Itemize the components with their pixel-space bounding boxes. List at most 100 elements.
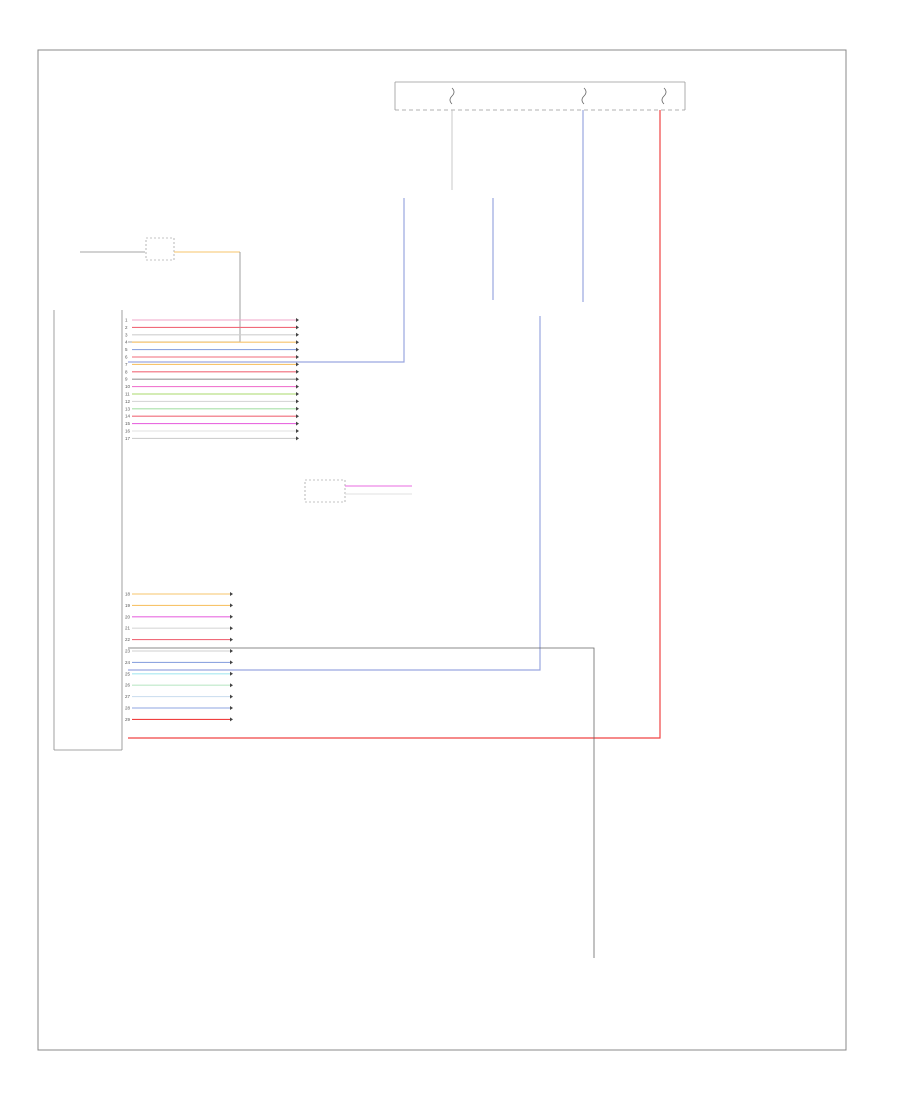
pin-number: 8: [125, 369, 128, 374]
pin-arrow: [296, 347, 299, 352]
fuse-block: [394, 81, 686, 111]
pin-arrow: [296, 377, 299, 382]
pin-row: 1: [125, 318, 299, 323]
pin-arrow: [296, 399, 299, 404]
pin-row: 25: [125, 671, 233, 676]
pin-row: 4: [125, 340, 299, 345]
pin-arrow: [230, 614, 233, 619]
pin-arrow: [230, 603, 233, 608]
module-box: [53, 310, 123, 751]
pin-number: 11: [125, 392, 130, 397]
pin-row: 2: [125, 325, 299, 330]
diagram-frame: [37, 49, 847, 1051]
pin-row: 21: [125, 626, 233, 631]
upper-blue-wire: [128, 198, 405, 363]
lower-blue-wire: [128, 316, 541, 671]
pin-row: 9: [125, 377, 299, 382]
lower-pin-group: 18 19 20 21 22 23 24 25 26 27 28 29: [125, 592, 233, 722]
small-connector: [304, 479, 412, 503]
pin-number: 9: [125, 377, 128, 382]
pin-arrow: [296, 429, 299, 433]
pin-row: 18: [125, 592, 233, 597]
pin-row: 26: [125, 683, 233, 688]
pin-row: 17: [125, 436, 299, 441]
pin-number: 15: [125, 421, 131, 426]
pin-number: 5: [125, 347, 128, 352]
fuse-2: [581, 87, 587, 105]
pin-number: 6: [125, 355, 128, 360]
pin-number: 28: [125, 706, 131, 711]
bottom-gray-wire: [128, 647, 595, 958]
pin-number: 2: [125, 325, 128, 330]
pin-arrow: [230, 626, 233, 631]
pin-number: 13: [125, 406, 131, 411]
pin-number: 22: [125, 637, 131, 642]
pin-row: 23: [125, 649, 233, 654]
pin-row: 14: [125, 414, 299, 419]
pin-row: 5: [125, 347, 299, 352]
pin-arrow: [296, 325, 299, 330]
pin-row: 29: [125, 717, 233, 722]
pin-number: 18: [125, 592, 131, 597]
pin-arrow: [230, 694, 233, 699]
pin-arrow: [230, 592, 233, 596]
pin-row: 8: [125, 369, 299, 374]
pin-row: 16: [125, 429, 299, 434]
pin-arrow: [296, 421, 299, 426]
pin-arrow: [296, 384, 299, 389]
pin-arrow: [296, 406, 299, 411]
pin-arrow: [230, 660, 233, 665]
pin-arrow: [230, 671, 233, 676]
pin-row: 20: [125, 614, 233, 619]
pin-row: 11: [125, 392, 299, 397]
pin-number: 7: [125, 362, 128, 367]
pin-number: 1: [125, 318, 128, 323]
pin-number: 17: [125, 436, 131, 441]
pin-number: 12: [125, 399, 131, 404]
pin-row: 24: [125, 660, 233, 665]
pin-number: 29: [125, 717, 131, 722]
pin-row: 22: [125, 637, 233, 642]
pin-arrow: [296, 355, 299, 359]
pin-arrow: [296, 436, 299, 441]
pin-number: 14: [125, 414, 131, 419]
pin-row: 3: [125, 332, 299, 337]
pin-number: 16: [125, 429, 131, 434]
pin-number: 21: [125, 626, 131, 631]
pin-arrow: [296, 369, 299, 374]
pin-number: 3: [125, 332, 128, 337]
pin-arrow: [230, 683, 233, 688]
battery-feed-red-wire: [128, 110, 661, 739]
pin-row: 19: [125, 603, 233, 608]
pin-number: 27: [125, 694, 131, 699]
pin-arrow: [230, 649, 233, 653]
pin-row: 7: [125, 362, 299, 367]
pin-row: 10: [125, 384, 299, 389]
pin-row: 6: [125, 355, 299, 360]
pin-number: 4: [125, 340, 128, 345]
pin-arrow: [296, 340, 299, 345]
pin-arrow: [296, 414, 299, 419]
pin-number: 24: [125, 660, 131, 665]
left-connector: [80, 237, 241, 343]
pin-number: 23: [125, 649, 131, 654]
pin-number: 26: [125, 683, 131, 688]
fuse-3: [661, 87, 667, 105]
pin-row: 28: [125, 706, 233, 711]
pin-row: 13: [125, 406, 299, 411]
pin-number: 20: [125, 614, 131, 619]
pin-number: 10: [125, 384, 131, 389]
pin-arrow: [296, 392, 299, 396]
fuse-1: [449, 87, 455, 105]
pin-row: 15: [125, 421, 299, 426]
pin-arrow: [296, 332, 299, 337]
pin-number: 19: [125, 603, 131, 608]
pin-arrow: [230, 717, 233, 722]
pin-arrow: [230, 637, 233, 642]
pin-row: 12: [125, 399, 299, 404]
pin-arrow: [296, 362, 299, 367]
pin-arrow: [230, 706, 233, 710]
pin-arrow: [296, 318, 299, 322]
